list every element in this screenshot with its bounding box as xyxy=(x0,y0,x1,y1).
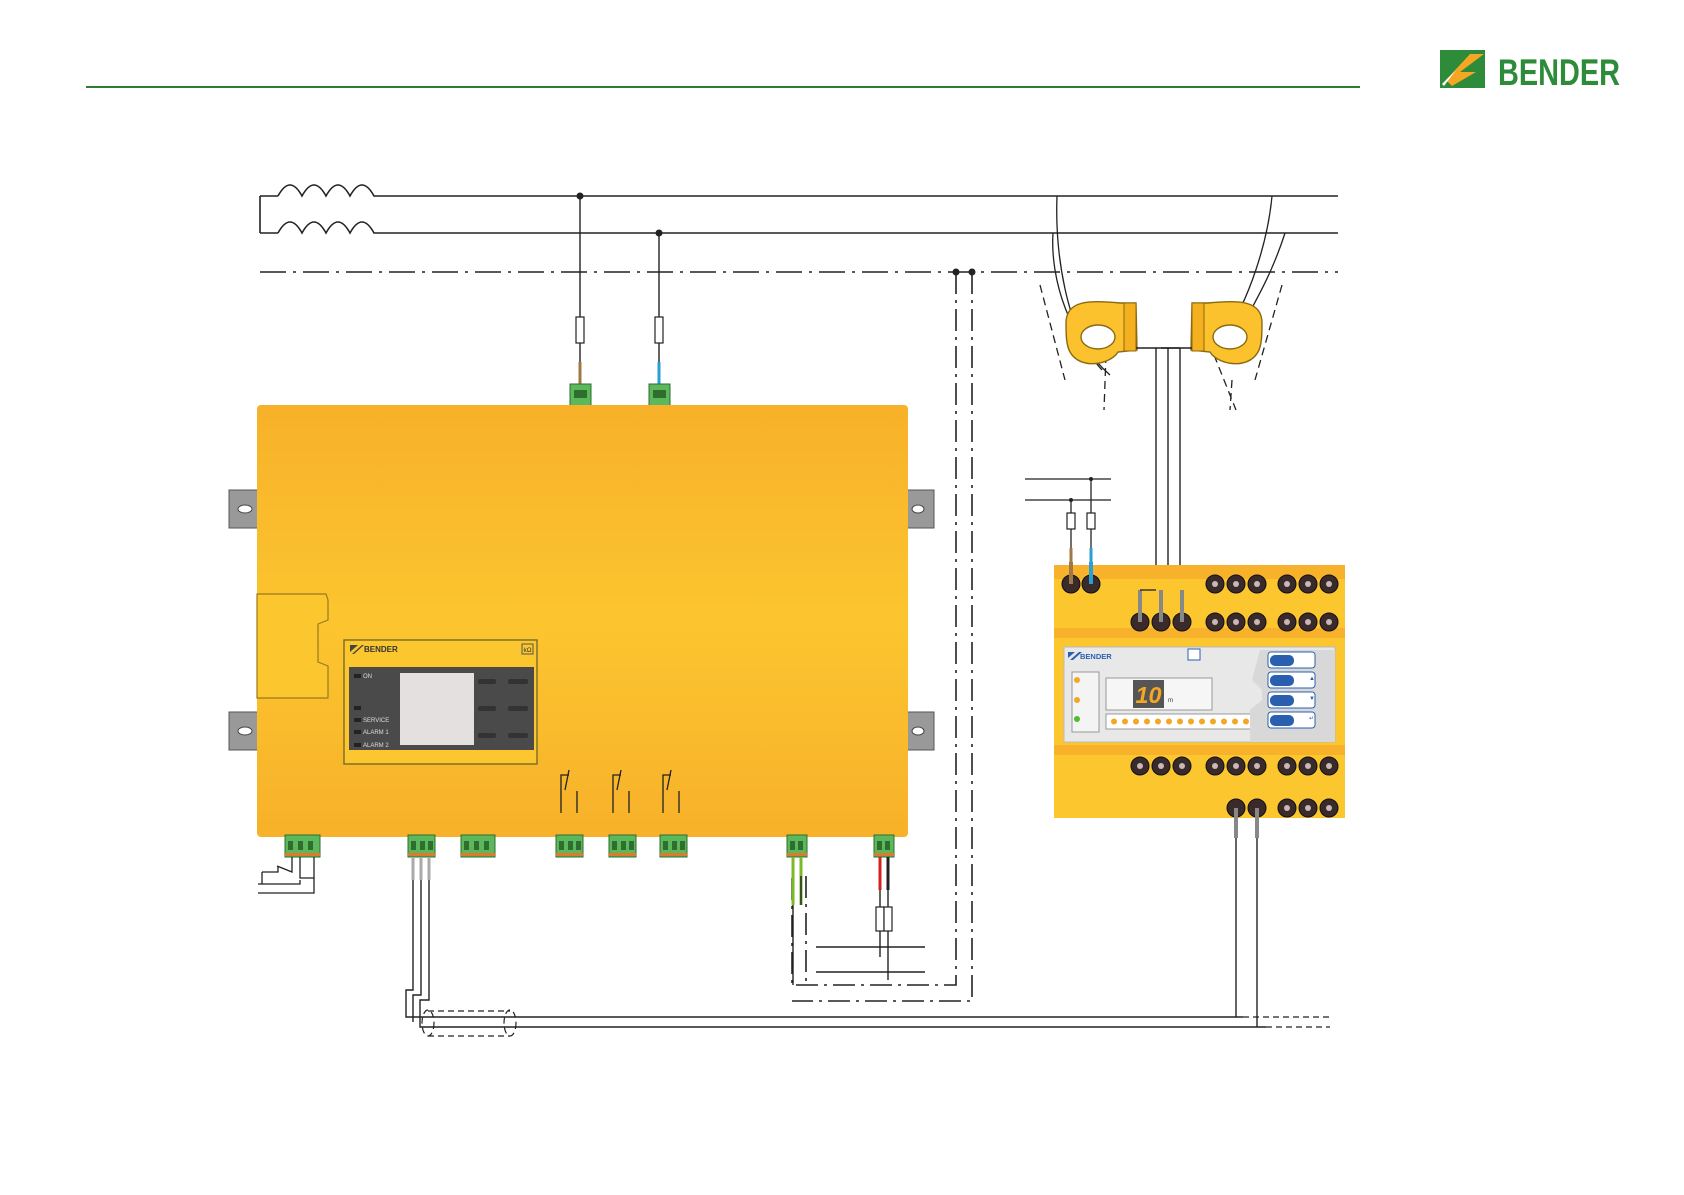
display-value: 10 xyxy=(1136,682,1162,708)
fuse xyxy=(655,317,663,343)
led-label: ALARM 1 xyxy=(363,730,389,736)
led-label: ON xyxy=(363,674,372,680)
evaluator-button[interactable] xyxy=(1268,652,1315,668)
terminal-block xyxy=(787,835,807,857)
evaluator-button[interactable]: ↵ xyxy=(1268,712,1315,728)
evaluator-button[interactable]: ▼ xyxy=(1268,692,1315,708)
fuse xyxy=(884,907,892,931)
unit-symbol: kΩ xyxy=(524,647,532,654)
terminal-block xyxy=(874,835,894,857)
evaluator-brand-label: BENDER xyxy=(1080,652,1112,661)
brand-name: BENDER xyxy=(1498,52,1620,93)
external-pushbutton xyxy=(258,857,314,893)
terminal-block xyxy=(609,835,636,857)
side-flap xyxy=(257,594,328,698)
svg-text:↵: ↵ xyxy=(1309,716,1314,722)
led-label: ALARM 2 xyxy=(363,743,389,749)
current-transformer-left xyxy=(1066,302,1137,364)
isometer-device: BENDER kΩ ON SERVICE ALARM 1 ALARM 2 xyxy=(229,405,934,857)
evaluator-button[interactable]: ▲ xyxy=(1268,672,1315,688)
terminal-block xyxy=(408,835,435,857)
evaluator-device: BENDER 10 m ▲ ▼ ↵ xyxy=(1054,565,1345,818)
panel-brand-label: BENDER xyxy=(364,645,398,654)
fuse xyxy=(576,317,584,343)
terminal-block xyxy=(461,835,495,857)
terminal-block xyxy=(285,835,320,857)
network-lines xyxy=(260,185,1338,272)
fuse xyxy=(876,907,884,931)
current-transformer-right xyxy=(1191,302,1262,364)
led-label: SERVICE xyxy=(363,718,389,724)
terminal-block xyxy=(660,835,687,857)
svg-text:▼: ▼ xyxy=(1309,696,1315,702)
svg-text:▲: ▲ xyxy=(1309,676,1315,682)
isometer-front-panel: BENDER kΩ ON SERVICE ALARM 1 ALARM 2 xyxy=(344,640,537,764)
terminal-block xyxy=(649,384,670,406)
display-unit: m xyxy=(1168,698,1173,704)
terminal-block xyxy=(556,835,583,857)
led-indicator xyxy=(354,706,361,710)
fuse xyxy=(1067,513,1075,529)
fuse xyxy=(1087,513,1095,529)
terminal-block xyxy=(570,384,591,406)
lcd-display xyxy=(400,673,474,745)
bender-logo: BENDER xyxy=(1440,50,1620,93)
